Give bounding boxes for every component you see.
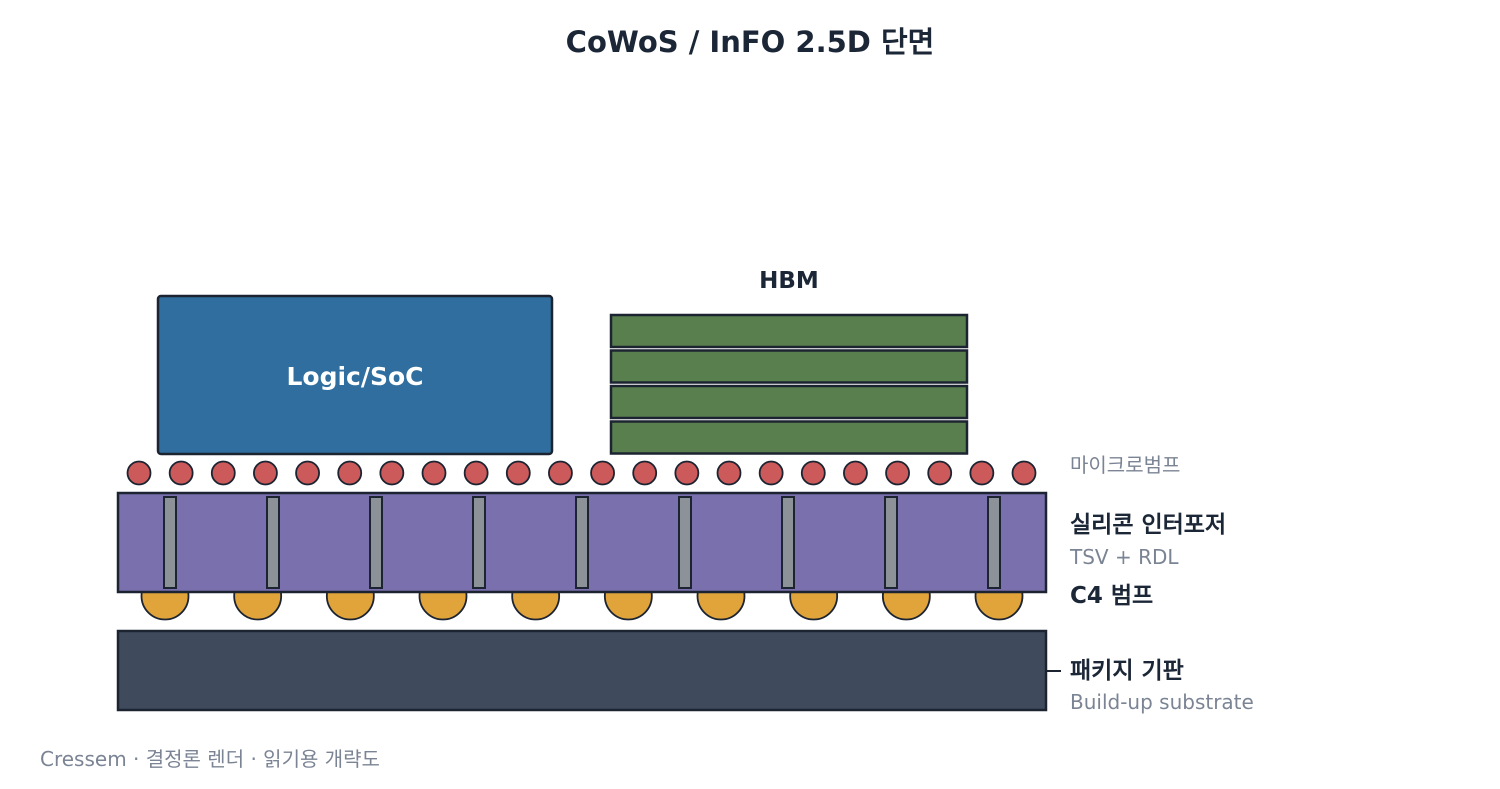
microbump [800,460,826,486]
interposer-label: 실리콘 인터포저 [1070,512,1226,538]
microbump [674,460,700,486]
microbump [885,460,910,486]
microbump [548,460,573,486]
microbump [210,460,236,486]
c4-label: C4 범프 [1070,583,1153,609]
tsv-via [163,496,177,589]
logic-soc-die [156,294,554,456]
tsv-via [266,496,280,589]
hbm-die [609,420,969,455]
microbump [1011,460,1037,486]
microbump [632,460,658,486]
package-substrate [116,629,1048,712]
microbump-label: 마이크로범프 [1070,453,1180,477]
tsv-via [678,496,692,589]
tsv-via [781,496,795,589]
microbump [969,460,995,486]
microbump [463,460,489,486]
microbump [843,460,868,486]
diagram-title: CoWoS / InFO 2.5D 단면 [566,25,935,59]
microbump [716,460,742,486]
hbm-die [609,313,969,349]
tsv-via [369,496,383,589]
hbm-stack [609,313,969,455]
microbump [505,460,531,486]
logic-soc-label: Logic/SoC [286,362,423,391]
hbm-die [609,349,969,384]
microbump [758,460,784,486]
microbump [126,460,152,486]
tsv-via [987,496,1001,589]
interposer-sublabel: TSV + RDL [1069,545,1179,569]
microbump [337,460,363,486]
microbump [253,460,278,486]
hbm-die [609,384,969,420]
microbump [927,460,953,486]
substrate-sublabel: Build-up substrate [1070,690,1254,714]
microbump [590,460,615,486]
microbump [379,460,405,486]
hbm-label: HBM [759,268,819,294]
tsv-via [472,496,486,589]
microbump [295,460,320,486]
tsv-row [163,496,1001,589]
substrate-label: 패키지 기판 [1070,658,1184,684]
microbump-row [126,460,1037,486]
tsv-via [884,496,898,589]
microbump [168,460,194,486]
tsv-via [575,496,589,589]
footer-note: Cressem · 결정론 렌더 · 읽기용 개략도 [40,747,380,771]
microbump [421,460,447,486]
